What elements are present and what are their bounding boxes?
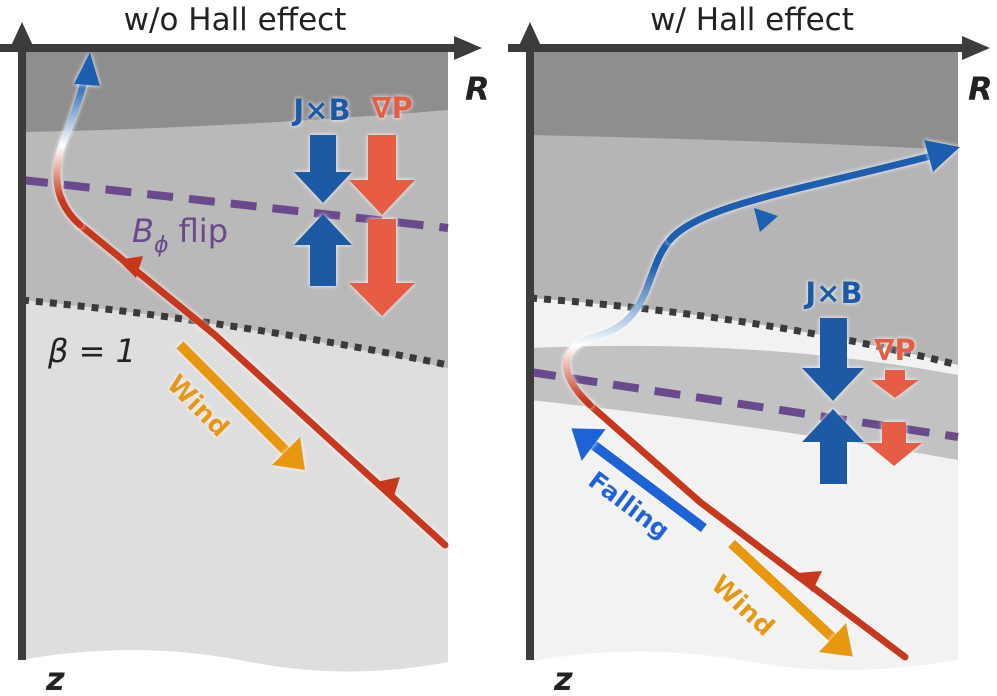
beta-one-line bbox=[21, 296, 449, 369]
jxb-arrow-up-icon bbox=[294, 214, 352, 286]
axis-arrowhead-icon bbox=[10, 22, 34, 48]
beta-label: β = 1 bbox=[47, 332, 136, 370]
jxb-arrow-up-icon bbox=[802, 409, 864, 484]
background-dark-region bbox=[530, 48, 958, 150]
beta-one-line bbox=[529, 294, 959, 369]
z-axis-label: z bbox=[553, 660, 573, 696]
panel-without-hall: β = 1 Bϕ flip Wind J×B ∇P w/o Hall effec… bbox=[0, 2, 490, 696]
field-line-arrowhead-icon bbox=[74, 52, 100, 86]
wind-arrow bbox=[728, 539, 853, 657]
axis-arrowhead-icon bbox=[454, 36, 482, 60]
field-line-arrowhead-icon bbox=[924, 140, 960, 172]
field-line-direction-icon bbox=[376, 477, 400, 499]
axis-arrowhead-icon bbox=[962, 36, 990, 60]
gradp-arrow-upper-icon bbox=[871, 370, 919, 398]
r-axis-label: R bbox=[968, 70, 993, 108]
wind-arrow bbox=[176, 341, 306, 471]
gradp-arrow-upper-icon bbox=[349, 135, 415, 215]
panel-with-hall: Falling Wind J×B ∇P w/ Hall effect R z bbox=[508, 2, 993, 696]
field-line-direction-icon bbox=[754, 208, 778, 232]
field-line-red-segment bbox=[586, 401, 909, 661]
gradp-label: ∇P bbox=[371, 91, 412, 125]
gradp-arrow-lower-icon bbox=[349, 219, 415, 316]
panel-title: w/o Hall effect bbox=[124, 2, 347, 38]
r-axis-label: R bbox=[465, 70, 490, 108]
field-line-direction-icon bbox=[797, 571, 822, 592]
field-line-gradient-segment bbox=[53, 70, 90, 229]
jxb-label: J×B bbox=[803, 276, 862, 310]
axis-arrowhead-icon bbox=[518, 22, 542, 48]
z-axis-label: z bbox=[45, 660, 65, 696]
gradp-label: ∇P bbox=[874, 333, 915, 367]
falling-arrow bbox=[571, 428, 707, 533]
background-dark-region bbox=[22, 48, 448, 132]
panel-title: w/ Hall effect bbox=[650, 2, 854, 38]
field-line-blue-segment bbox=[666, 151, 939, 244]
field-line-direction-icon bbox=[118, 256, 143, 278]
jxb-label: J×B bbox=[291, 93, 350, 127]
bphi-flip-label: Bϕ flip bbox=[132, 212, 228, 258]
jxb-arrow-down-icon bbox=[294, 135, 352, 203]
gradp-arrow-lower-icon bbox=[866, 422, 922, 466]
field-line-gradient-segment bbox=[563, 236, 674, 409]
jxb-arrow-down-icon bbox=[802, 318, 864, 401]
